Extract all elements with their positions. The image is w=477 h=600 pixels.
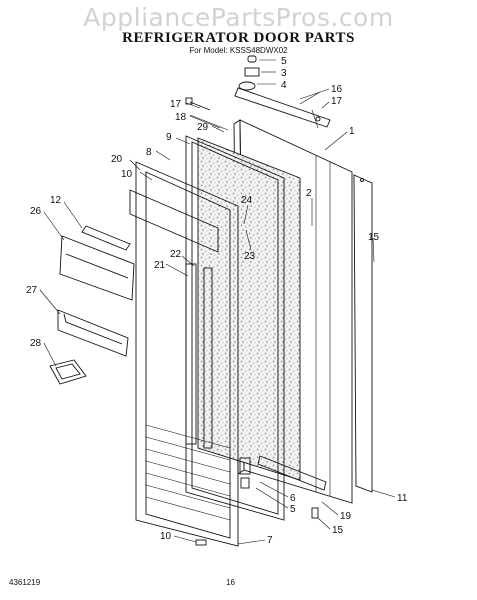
page-number: 16 [226,578,235,587]
callout-18: 18 [175,112,187,123]
callout-28: 28 [30,338,42,349]
callout-19: 19 [340,511,352,522]
bottom-hinge-parts [195,455,327,546]
callout-labels: 5 3 4 16 17 17 18 29 1 9 8 20 10 2 24 12… [26,56,408,546]
top-trim-part [234,87,331,129]
callout-2: 2 [306,188,312,199]
callout-15-right: 15 [368,232,380,243]
model-subtitle: For Model: KSSS48DWX02 [189,46,288,55]
door-insulation [197,137,301,481]
callout-8: 8 [146,147,152,158]
dairy-door-parts [59,225,135,301]
callout-1: 1 [349,126,355,137]
callout-20: 20 [111,154,123,165]
callout-23: 23 [244,251,256,262]
callout-21: 21 [154,260,166,271]
callout-4: 4 [281,80,287,91]
callout-29: 29 [197,122,209,133]
callout-26: 26 [30,206,42,217]
callout-leaders [39,88,396,545]
callout-5-bottom: 5 [290,504,296,515]
callout-17-left: 17 [170,99,182,110]
callout-12: 12 [50,195,62,206]
watermark: AppliancePartsPros.com [83,3,394,32]
callout-9: 9 [166,132,172,143]
callout-10-top: 10 [121,169,133,180]
callout-17-right: 17 [331,96,343,107]
callout-27: 27 [26,285,38,296]
side-trim-strip [353,174,373,493]
callout-15-bottom: 15 [332,525,344,536]
door-bin [57,309,129,357]
inner-door-liner [129,161,239,547]
callout-24: 24 [241,195,253,206]
callout-6: 6 [290,493,296,504]
callout-22: 22 [170,249,182,260]
callout-10-bottom: 10 [160,531,172,542]
egg-tray [49,359,87,385]
callout-3: 3 [281,68,287,79]
callout-16: 16 [331,84,343,95]
callout-7: 7 [267,535,273,546]
callout-11: 11 [397,493,408,504]
top-hinge-parts [238,55,276,91]
callout-5-top: 5 [281,56,287,67]
page-title: REFRIGERATOR DOOR PARTS [122,30,355,46]
document-number: 4361219 [9,578,41,587]
